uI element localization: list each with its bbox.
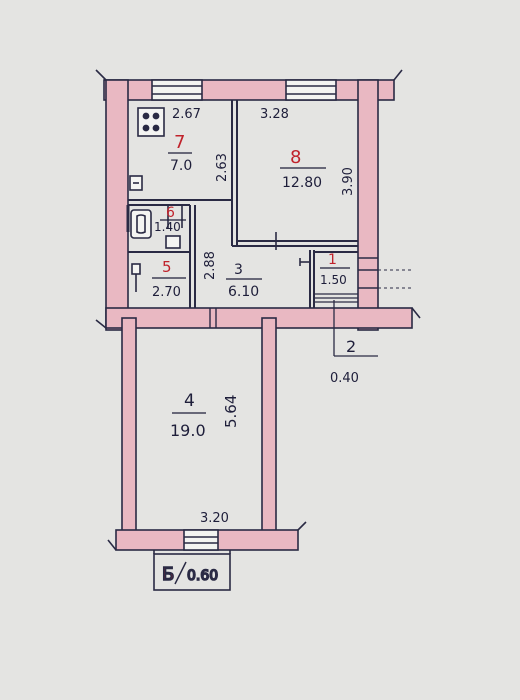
balcony-outline bbox=[153, 553, 231, 591]
room-number: 4 bbox=[184, 391, 195, 411]
window-room8 bbox=[285, 79, 337, 101]
dim-room8-width: 3.28 bbox=[260, 107, 289, 122]
room-area: 0.40 bbox=[330, 371, 359, 386]
room-area: 1.50 bbox=[320, 273, 347, 287]
wall-right-lower bbox=[261, 317, 277, 541]
dim-corridor-depth: 2.88 bbox=[203, 251, 218, 280]
room-2-label: 2 0.40 bbox=[330, 337, 359, 386]
room-8-label: 8 12.80 bbox=[280, 147, 326, 191]
room-number: 5 bbox=[162, 258, 172, 276]
room-number: 6 bbox=[166, 205, 175, 221]
room-6-label: 6 1.40 bbox=[154, 205, 186, 234]
dim-room4-width: 3.20 bbox=[200, 511, 229, 526]
wall-left-upper bbox=[105, 79, 129, 331]
fixtures bbox=[126, 107, 310, 292]
room-area: 12.80 bbox=[282, 175, 322, 191]
window-room4 bbox=[183, 529, 219, 551]
stove-icon bbox=[137, 107, 165, 137]
room-area: 2.70 bbox=[152, 285, 181, 300]
room-area: 7.0 bbox=[170, 158, 192, 174]
wall-top bbox=[103, 79, 395, 101]
toilet-icon bbox=[131, 263, 141, 292]
room-7-label: 7 7.0 bbox=[168, 132, 192, 174]
dim-kitchen-depth: 2.63 bbox=[215, 153, 230, 182]
room-number: 8 bbox=[290, 147, 301, 168]
room-4-label: 4 19.0 bbox=[170, 391, 206, 440]
leader-room2 bbox=[333, 300, 378, 357]
balcony-letter: Б bbox=[162, 564, 174, 585]
window-kitchen bbox=[151, 79, 203, 101]
dim-room8-depth: 3.90 bbox=[341, 167, 356, 196]
room-number: 7 bbox=[174, 132, 185, 153]
windows bbox=[151, 79, 337, 551]
wall-right-upper bbox=[357, 79, 379, 331]
balcony-area: 0.60 bbox=[187, 568, 218, 584]
partitions bbox=[128, 100, 412, 328]
room-3-label: 3 6.10 bbox=[226, 262, 262, 300]
room-area: 6.10 bbox=[228, 284, 259, 300]
dim-room4-depth: 5.64 bbox=[222, 395, 240, 428]
balcony: Б 0.60 bbox=[153, 550, 231, 591]
bathtub-icon bbox=[130, 209, 152, 239]
wall-left-lower bbox=[121, 317, 137, 541]
room-number: 3 bbox=[234, 262, 243, 278]
room-5-label: 5 2.70 bbox=[152, 258, 186, 300]
washbasin-icon bbox=[165, 235, 181, 249]
wall-middle bbox=[105, 307, 413, 329]
room-number: 1 bbox=[328, 252, 337, 268]
room-1-label: 1 1.50 bbox=[320, 252, 350, 287]
room-area: 1.40 bbox=[154, 220, 181, 234]
room-number: 2 bbox=[346, 337, 356, 356]
closet-shelves bbox=[314, 293, 358, 303]
room-area: 19.0 bbox=[170, 421, 206, 440]
dim-kitchen-width: 2.67 bbox=[172, 107, 201, 122]
wall-stubs bbox=[95, 69, 421, 551]
